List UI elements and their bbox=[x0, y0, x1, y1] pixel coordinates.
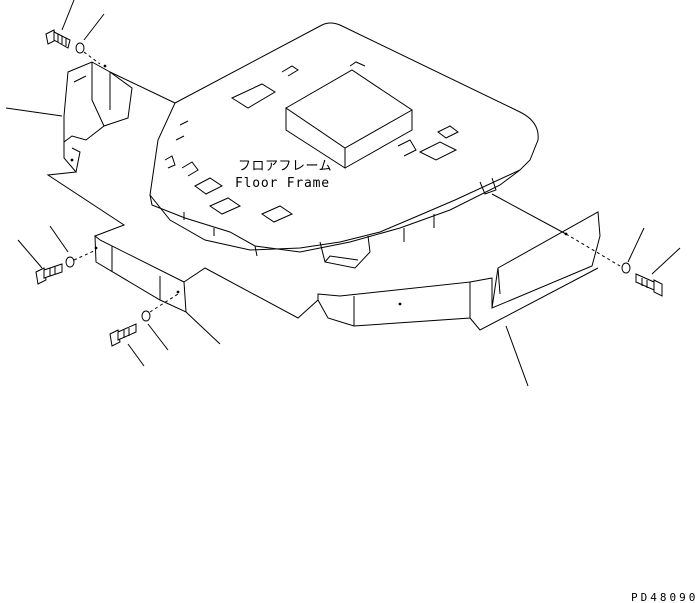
left-lower-cover-bracket bbox=[94, 234, 187, 313]
assembly-outline-line-2 bbox=[183, 267, 319, 319]
assembly-axis-middle bbox=[73, 249, 97, 261]
right-side-cover bbox=[317, 211, 601, 331]
bolt-left-middle bbox=[35, 263, 63, 285]
part-label-english: Floor Frame bbox=[235, 176, 330, 191]
assembly-outline-line-3 bbox=[109, 71, 176, 104]
washer-right bbox=[621, 262, 631, 274]
assembly-outline-line-4 bbox=[491, 193, 567, 235]
leader-lines bbox=[5, 0, 681, 387]
washer-left-middle bbox=[65, 256, 75, 268]
assembly-outline-line bbox=[46, 171, 126, 237]
part-label-japanese: フロアフレーム bbox=[238, 159, 332, 174]
bolt-left-lower bbox=[109, 323, 137, 347]
washer-top-left bbox=[75, 42, 85, 54]
washer-left-lower bbox=[141, 310, 151, 322]
drawing-code: PD48090 bbox=[631, 591, 698, 603]
bolt-right bbox=[635, 273, 663, 297]
left-upper-cover-bracket bbox=[63, 61, 133, 174]
bolt-top-left bbox=[45, 29, 71, 49]
floor-frame bbox=[149, 22, 539, 269]
assembly-axis-right bbox=[565, 233, 621, 267]
